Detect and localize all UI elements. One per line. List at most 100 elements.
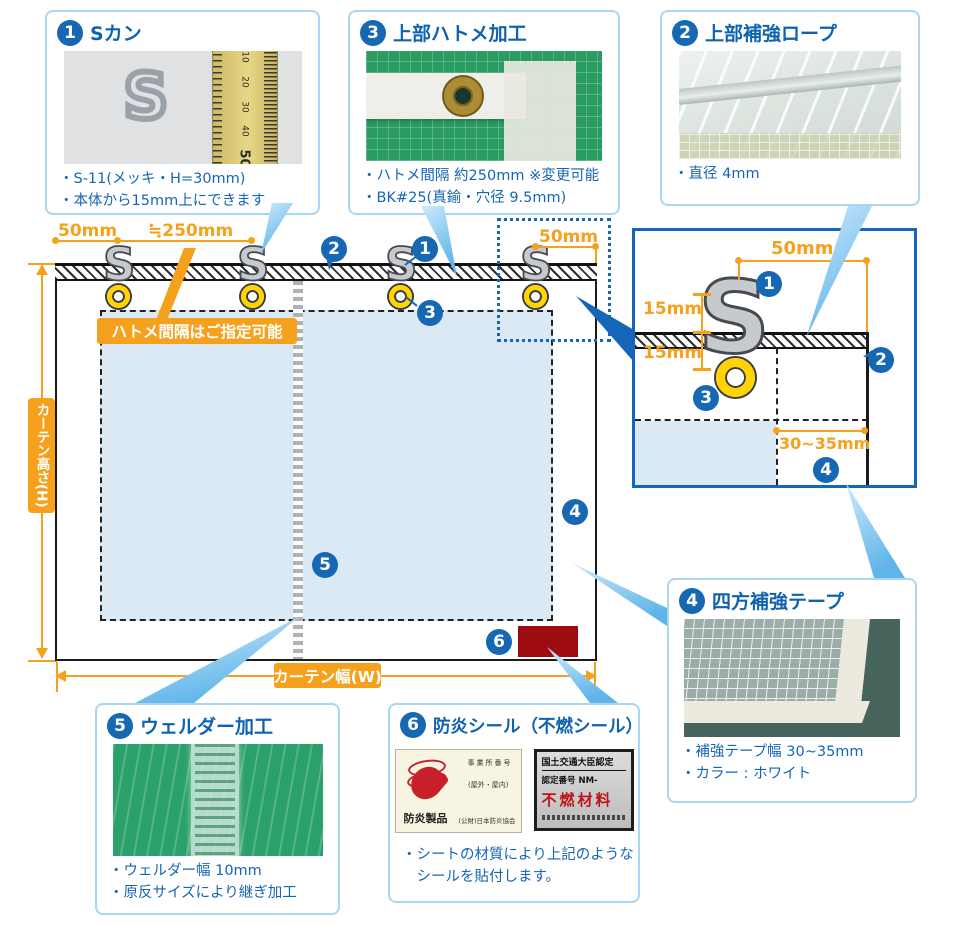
eyelet-ring — [107, 285, 130, 308]
callout-rope-header: 2 上部補強ロープ — [662, 12, 918, 49]
seal-material: 不燃材料 — [541, 791, 614, 809]
callout-grommet: 3 上部ハトメ加工 ・ハトメ間隔 約250mm ※変更可能 ・BK#25(真鍮・… — [348, 10, 620, 215]
detail-dim3035-line — [776, 430, 866, 432]
detail-dashed-vertical — [776, 348, 778, 485]
bullet-line: ・補強テープ幅 30~35mm — [681, 744, 864, 760]
hatome-note-badge: ハトメ間隔はご指定可能 — [97, 318, 297, 344]
number-badge-3: 3 — [360, 19, 386, 46]
dim-dot — [773, 427, 780, 434]
callout-welder: 5 ウェルダー加工 ・ウェルダー幅 10mm ・原反サイズにより継ぎ加工 — [95, 703, 340, 915]
rope-bullets: ・直径 4mm — [662, 159, 918, 186]
detail-dim-50: 50mm — [771, 238, 834, 259]
ruler-ticks-right — [263, 51, 277, 164]
grommet-bullets: ・ハトメ間隔 約250mm ※変更可能 ・BK#25(真鍮・穴径 9.5mm) — [350, 161, 618, 210]
s-hook-photo: S 10 20 30 40 50 — [63, 51, 302, 164]
eyelet-ring — [389, 285, 412, 308]
number-badge-5: 5 — [107, 712, 133, 739]
detail-dim50-line — [738, 260, 868, 262]
detail-dim15-tick — [693, 368, 711, 371]
seal-biz-number: 事業所番号 — [467, 759, 513, 767]
flame-mark-icon — [404, 757, 449, 806]
callout-s-hook-header: 1 Sカン — [47, 12, 318, 49]
detail-badge-4: 4 — [813, 457, 839, 483]
ruler-number: 40 — [239, 125, 250, 137]
welder-photo — [112, 744, 323, 856]
number-badge-2: 2 — [321, 236, 347, 262]
bullet-line: ・カラー : ホワイト — [681, 765, 812, 782]
seal-cert-number: 認定番号 NM- — [541, 776, 598, 786]
detail-zoom-box: S 50mm 15mm 15mm 30~35mm 1 2 3 4 — [632, 228, 917, 488]
bullet-line: ・ハトメ間隔 約250mm ※変更可能 — [362, 168, 600, 184]
callout-welder-title: ウェルダー加工 — [140, 716, 274, 738]
dim-line-top — [55, 240, 252, 242]
ruler-number: 20 — [239, 76, 250, 88]
detail-badge-3: 3 — [693, 385, 719, 411]
rope-photo — [679, 51, 901, 159]
callout-tape: 4 四方補強テープ ・補強テープ幅 30~35mm ・カラー : ホワイト — [667, 578, 917, 803]
dim-250: ≒250mm — [148, 221, 234, 241]
callout-tape-header: 4 四方補強テープ — [669, 580, 915, 617]
grommet-icon — [444, 77, 482, 115]
eyelet-ring — [524, 285, 547, 308]
s-hook-glyph: S — [236, 238, 270, 291]
number-badge-5: 5 — [312, 552, 338, 578]
detail-dashed-horizontal — [635, 419, 868, 421]
tape-bullets: ・補強テープ幅 30~35mm ・カラー : ホワイト — [669, 737, 915, 786]
tarp-bottom-grid — [679, 133, 901, 159]
number-badge-4: 4 — [679, 587, 705, 614]
number-badge-4: 4 — [562, 499, 588, 525]
seal-labels-row: 事業所番号 (屋外・屋内) 防炎製品 (公財)日本防炎協会 国土交通大臣認定 認… — [390, 749, 638, 833]
width-arrow-right — [586, 670, 597, 682]
detail-dim-30-35: 30~35mm — [779, 434, 871, 453]
detail-badge-2: 2 — [868, 347, 894, 373]
tape-band-vertical — [504, 61, 576, 161]
width-label-badge: カーテン幅(W) — [273, 663, 382, 688]
callout-tape-title: 四方補強テープ — [712, 591, 844, 613]
noncombustible-label: 国土交通大臣認定 認定番号 NM- 不燃材料 — [533, 749, 634, 831]
height-arrow-bottom — [36, 648, 48, 659]
height-label-badge: カーテン高さ(H) — [28, 398, 55, 513]
detail-eyelet-ring — [716, 358, 755, 397]
seal-certifier: 国土交通大臣認定 — [541, 755, 626, 771]
tape-strip-horizontal — [684, 701, 870, 723]
detail-dim-15-a: 15mm — [643, 299, 703, 319]
weld-seam-ladder — [194, 744, 235, 856]
detail-badge-1: 1 — [756, 271, 782, 297]
bullet-line: ・直径 4mm — [674, 166, 760, 182]
dim-dot — [532, 243, 539, 250]
bullet-line: ・BK#25(真鍮・穴径 9.5mm) — [362, 189, 567, 206]
number-badge-2: 2 — [672, 19, 698, 46]
callout-grommet-header: 3 上部ハトメ加工 — [350, 12, 618, 49]
s-hook-icon: S — [121, 60, 172, 133]
eyelet-ring — [241, 285, 264, 308]
s-hook-bullets: ・S-11(メッキ・H=30mm) ・本体から15mm上にできます — [47, 164, 318, 213]
detail-dim15-tick — [693, 331, 711, 334]
seal-org: (公財)日本防炎協会 — [458, 817, 516, 825]
seal-product-name: 防炎製品 — [403, 812, 448, 825]
number-badge-6: 6 — [400, 712, 426, 738]
bullet-line: ・本体から15mm上にできます — [59, 192, 266, 209]
number-badge-6: 6 — [486, 629, 512, 655]
number-badge-3: 3 — [417, 300, 443, 326]
seal-usage: (屋外・屋内) — [468, 781, 509, 789]
welder-bullets: ・ウェルダー幅 10mm ・原反サイズにより継ぎ加工 — [97, 856, 338, 905]
zoom-selection-rect — [497, 218, 611, 342]
bullet-line: ・S-11(メッキ・H=30mm) — [59, 171, 246, 187]
fireproof-label: 事業所番号 (屋外・屋内) 防炎製品 (公財)日本防炎協会 — [394, 749, 522, 833]
detail-dim50-drop-right — [866, 260, 868, 332]
callout-rope: 2 上部補強ロープ ・直径 4mm — [660, 10, 920, 206]
seal-fine-print — [541, 815, 626, 820]
s-hook: S — [102, 238, 136, 309]
dim-50-left: 50mm — [58, 221, 118, 241]
bullet-line: ・シートの材質により上記のような — [402, 847, 634, 863]
ruler-number: 50 — [237, 149, 252, 164]
dim-dot — [861, 427, 868, 434]
callout-s-hook: 1 Sカン S 10 20 30 40 50 ・S-11(メッキ・H=30mm)… — [45, 10, 320, 215]
callout-fireproof-title: 防炎シール（不燃シール） — [433, 716, 643, 737]
ruler-numbers: 10 20 30 40 50 — [233, 51, 257, 164]
width-arrow-left — [55, 670, 66, 682]
height-arrow-top — [36, 264, 48, 275]
grommet-photo — [366, 51, 602, 161]
s-hook-glyph: S — [102, 238, 136, 291]
